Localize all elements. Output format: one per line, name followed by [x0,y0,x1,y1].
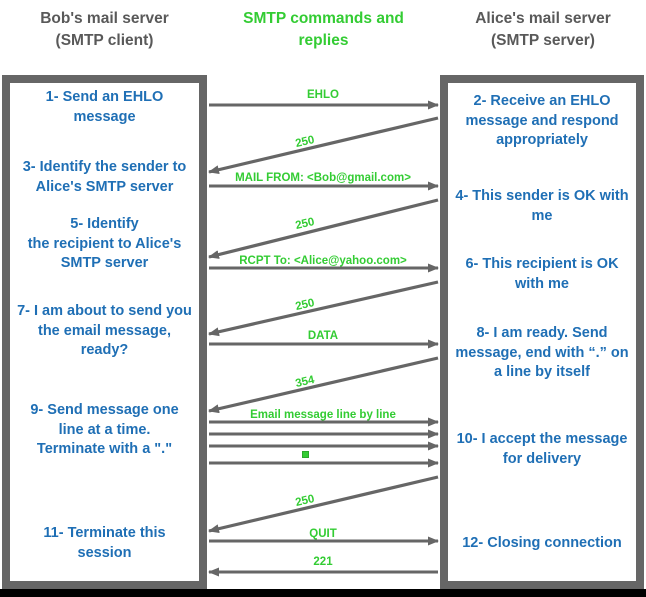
msg-mail-from-label: MAIL FROM: <Bob@gmail.com> [235,172,411,184]
client-step-11: 11- Terminate this session [10,524,199,563]
msg-354-arrow [208,356,439,414]
step-6-label: 6- This recipient is OK with me [465,256,619,292]
client-column-heading: Bob's mail server(SMTP client) [40,10,169,50]
msg-250-quit-arrow [208,475,439,534]
server-panel-inner: 2- Receive an EHLO message and respond a… [448,83,636,581]
step-2-label: 2- Receive an EHLO message and respond a… [465,93,619,149]
step-3-label: 3- Identify the sender to Alice's SMTP s… [22,159,187,195]
msg-250-ehlo-arrow [208,116,439,175]
server-step-10: 10- I accept the message for delivery [448,430,636,469]
step-8-label: 8- I am ready. Send message, end with “.… [455,325,629,381]
msg-250-mail-arrow [208,198,439,259]
client-panel: 1- Send an EHLO message 3- Identify the s… [2,75,207,589]
msg-250-rcpt-arrow [208,280,439,337]
server-panel: 2- Receive an EHLO message and respond a… [440,75,644,589]
server-column-heading: Alice's mail server(SMTP server) [475,10,611,50]
message-terminator-dot [302,451,309,458]
client-step-1: 1- Send an EHLO message [10,88,199,127]
client-step-3: 3- Identify the sender to Alice's SMTP s… [10,158,199,197]
client-step-7: 7- I am about to send you the email mess… [10,302,199,361]
bottom-bar [0,589,646,597]
step-1-label: 1- Send an EHLO message [45,89,164,125]
server-step-2: 2- Receive an EHLO message and respond a… [448,92,636,151]
msg-221-label: 221 [313,556,333,568]
msg-email-1-label: Email message line by line [250,409,396,421]
server-step-12: 12- Closing connection [448,534,636,554]
step-9-label: 9- Send message one line at a time.Termi… [30,402,179,458]
client-step-9: 9- Send message one line at a time.Termi… [10,401,199,460]
step-7-label: 7- I am about to send you the email mess… [17,303,192,359]
msg-data-label: DATA [307,330,339,342]
step-4-label: 4- This sender is OK with me [455,188,629,224]
step-11-label: 11- Terminate this session [43,525,166,561]
step-10-label: 10- I accept the message for delivery [456,431,628,467]
msg-quit-label: QUIT [309,528,337,540]
msg-ehlo-label: EHLO [307,89,339,101]
server-step-4: 4- This sender is OK with me [448,187,636,226]
server-step-8: 8- I am ready. Send message, end with “.… [448,324,636,383]
msg-rcpt-to-label: RCPT To: <Alice@yahoo.com> [239,255,407,267]
client-panel-inner: 1- Send an EHLO message 3- Identify the s… [10,83,199,581]
step-12-label: 12- Closing connection [462,535,622,551]
server-step-6: 6- This recipient is OK with me [448,255,636,294]
